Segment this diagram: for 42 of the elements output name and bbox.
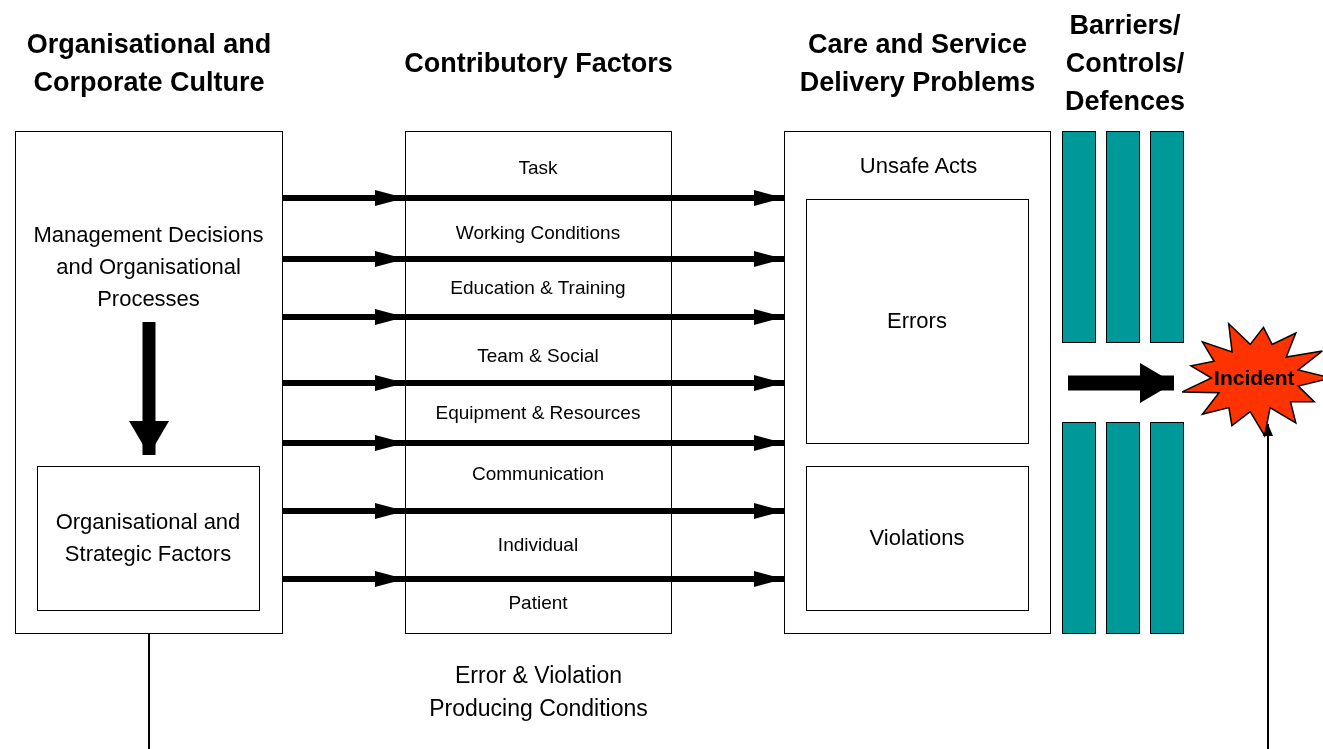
barrier-bar xyxy=(1150,131,1184,343)
caption-text: Error & Violation Producing Conditions xyxy=(428,661,649,723)
column-heading: Care and Service Delivery Problems xyxy=(798,27,1037,99)
arrow xyxy=(405,309,784,325)
factor-label: Equipment & Resources xyxy=(409,385,667,440)
factor-label: Communication xyxy=(409,457,667,490)
arrow xyxy=(283,503,405,519)
column-heading: Barriers/ Controls/ Defences xyxy=(1063,8,1187,118)
factor-label: Education & Training xyxy=(409,271,667,304)
barrier-bar xyxy=(1150,422,1184,634)
arrow xyxy=(283,435,405,451)
barrier-bar xyxy=(1106,131,1140,343)
process-box: Organisational and Strategic Factors xyxy=(36,465,260,611)
arrow xyxy=(148,423,1273,749)
arrow xyxy=(283,309,405,325)
factor-label: Task xyxy=(409,151,667,184)
column-heading: Organisational and Corporate Culture xyxy=(25,27,273,99)
category-box: Errors xyxy=(805,198,1029,444)
section-label: Unsafe Acts xyxy=(858,152,979,180)
arrow xyxy=(405,190,784,206)
category-box: Violations xyxy=(805,465,1029,611)
arrow xyxy=(405,503,784,519)
arrow xyxy=(283,190,405,206)
arrow xyxy=(283,375,405,391)
arrow xyxy=(405,375,784,391)
factor-label: Patient xyxy=(409,586,667,619)
arrow xyxy=(405,435,784,451)
arrow xyxy=(283,251,405,267)
factor-label: Individual xyxy=(409,528,667,561)
column-heading: Contributory Factors xyxy=(403,46,674,80)
process-label: Management Decisions and Organisational Processes xyxy=(16,214,281,320)
incident-label: Incident xyxy=(1214,366,1295,390)
arrow xyxy=(283,571,405,587)
arrow xyxy=(129,322,169,455)
barrier-bar xyxy=(1106,422,1140,634)
factor-label: Working Conditions xyxy=(409,216,667,249)
factor-label: Team & Social xyxy=(409,339,667,372)
barrier-bar xyxy=(1062,131,1096,343)
arrow xyxy=(405,251,784,267)
arrow xyxy=(1068,363,1174,403)
arrow xyxy=(405,571,784,587)
barrier-bar xyxy=(1062,422,1096,634)
